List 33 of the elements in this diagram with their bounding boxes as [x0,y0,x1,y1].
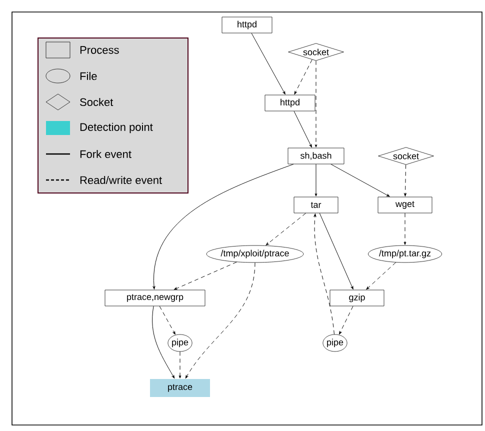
arrow [366,262,396,290]
arrow [152,306,175,378]
process-box: httpd [222,16,272,34]
process-box: wget [378,196,432,214]
legend-label: File [80,72,97,80]
legend-label: Read/write event [80,176,162,184]
arrow [294,59,312,94]
process-box: httpd [264,94,316,112]
arrow [251,32,286,94]
arrow [404,164,406,196]
process-box: tar [294,196,338,214]
arrow [330,164,390,197]
process-box: sh,bash [288,148,344,164]
arrow [294,110,312,148]
arrow [314,60,318,148]
legend-label: Detection point [80,122,153,134]
arrow [178,351,182,378]
process-box: ptrace,newgrp [104,290,206,306]
arrow [339,306,354,334]
arrow [314,214,334,335]
arrow [319,212,354,290]
arrow [174,262,237,290]
arrow [314,164,318,196]
arrow [185,262,256,378]
legend-label: Fork event [80,150,132,158]
legend-label: Socket [80,98,114,106]
legend-label: Process [80,46,119,54]
arrow [266,212,306,246]
arrow [404,212,406,245]
detection-box: ptrace [150,379,210,397]
process-box: gzip [330,290,384,306]
arrow [159,306,176,335]
arrow [152,164,294,290]
